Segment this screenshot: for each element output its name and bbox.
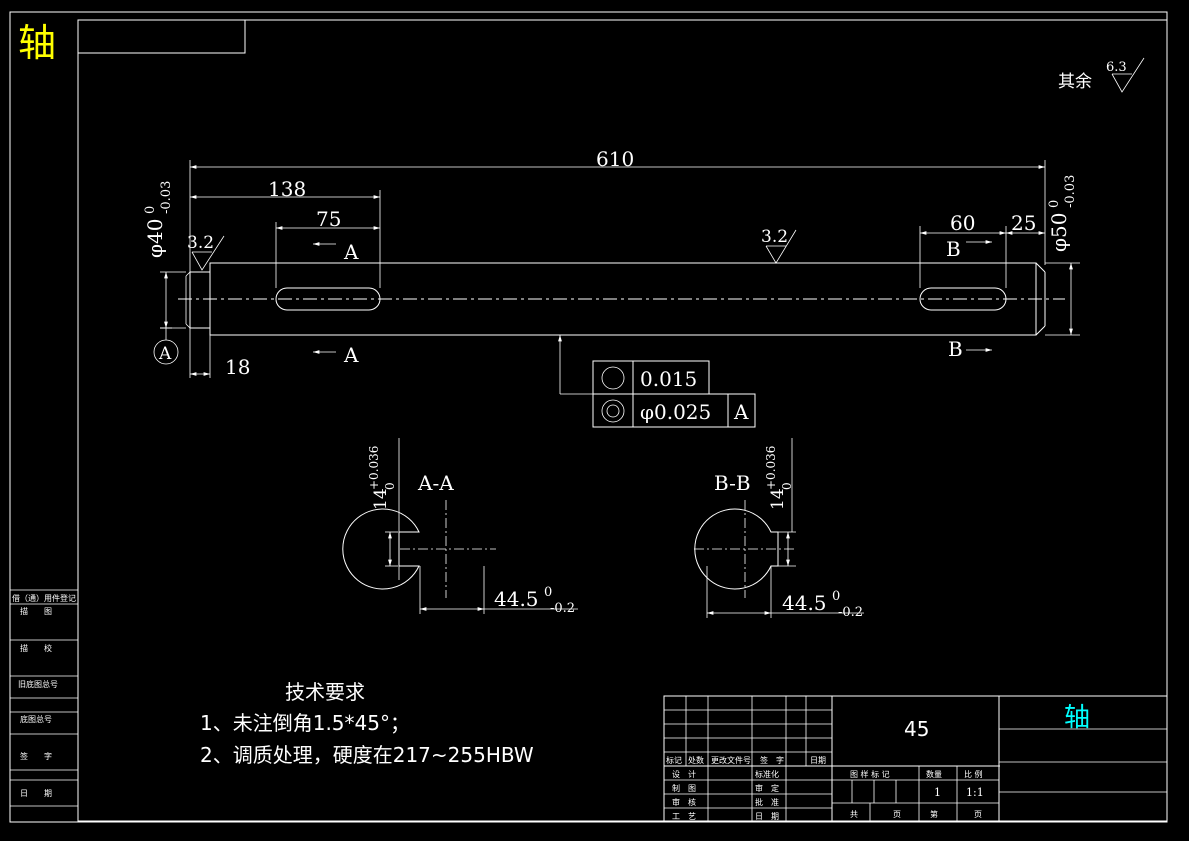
total-label: 共 bbox=[850, 810, 858, 819]
rev-header: 处数 bbox=[688, 755, 704, 765]
dim-dia-left: φ40 bbox=[143, 219, 167, 258]
section-a-a: A-A 14 +0.036 0 44.5 0 -0.2 bbox=[342, 438, 578, 616]
section-depth: 44.5 bbox=[494, 587, 539, 611]
dim-dia-right-upper: 0 bbox=[1047, 200, 1062, 208]
surface-rest-label: 其余 bbox=[1058, 72, 1092, 92]
section-title: B-B bbox=[714, 471, 751, 495]
side-label: 描 图 bbox=[20, 606, 52, 616]
section-width-lower: 0 bbox=[383, 482, 397, 490]
scale-label: 比 例 bbox=[964, 769, 983, 779]
role-label: 日 期 bbox=[755, 812, 779, 821]
dim-dia-right-lower: -0.03 bbox=[1063, 175, 1078, 208]
section-depth-upper: 0 bbox=[832, 589, 840, 604]
section-mark-a-top: A bbox=[343, 240, 359, 264]
dim-18: 18 bbox=[225, 355, 250, 379]
section-depth-lower: -0.2 bbox=[838, 605, 863, 620]
stage-label: 图 样 标 记 bbox=[850, 769, 890, 779]
section-width: 14 bbox=[768, 488, 788, 510]
side-label: 底图总号 bbox=[20, 714, 52, 724]
section-mark-a-bottom: A bbox=[343, 343, 359, 367]
sheet-label: 第 bbox=[930, 809, 938, 819]
material: 45 bbox=[904, 717, 929, 741]
side-label: 旧底图总号 bbox=[18, 679, 58, 689]
tolerance-row2-value: φ0.025 bbox=[640, 400, 711, 424]
roughness-symbol-icon bbox=[765, 229, 797, 264]
role-label: 设 计 bbox=[672, 769, 696, 779]
tolerance-row2-datum: A bbox=[733, 400, 749, 424]
outer-frame bbox=[9, 11, 1168, 823]
tolerance-frame: 0.015 φ0.025 A bbox=[592, 360, 756, 428]
rev-header: 更改文件号 bbox=[711, 755, 751, 765]
role-label: 制 图 bbox=[672, 783, 696, 793]
surface-rest-value: 6.3 bbox=[1106, 60, 1127, 75]
tech-item: 1、未注倒角1.5*45°； bbox=[200, 711, 410, 735]
top-left-box bbox=[77, 19, 246, 54]
dim-dia-right: φ50 bbox=[1047, 213, 1071, 252]
dim-dia-left-lower: -0.03 bbox=[159, 181, 174, 214]
datum-label: A bbox=[158, 344, 172, 364]
tech-requirements: 技术要求 1、未注倒角1.5*45°； 2、调质处理，硬度在217~255HBW bbox=[200, 680, 534, 767]
role-label: 审 定 bbox=[755, 783, 779, 793]
dim-60: 60 bbox=[950, 211, 975, 235]
section-width-upper: +0.036 bbox=[367, 446, 381, 490]
dim-25: 25 bbox=[1011, 211, 1036, 235]
quantity-label: 数量 bbox=[926, 769, 942, 779]
rev-header: 签 字 bbox=[760, 755, 784, 765]
page-label: 页 bbox=[974, 810, 982, 819]
title-block: 标记 处数 更改文件号 签 字 日期 设 计 标准化 制 图 审 定 审 核 批… bbox=[663, 695, 1168, 822]
cylindricity-icon bbox=[601, 366, 625, 390]
dim-dia-left-upper: 0 bbox=[143, 206, 158, 214]
inner-frame bbox=[77, 19, 1168, 822]
keyway-left bbox=[275, 287, 381, 311]
section-title: A-A bbox=[417, 471, 454, 495]
roughness-symbol-icon bbox=[1111, 57, 1145, 93]
tolerance-row1-value: 0.015 bbox=[640, 367, 697, 391]
roughness-symbol-icon bbox=[191, 235, 225, 271]
part-name: 轴 bbox=[1064, 703, 1090, 733]
section-width-lower: 0 bbox=[780, 482, 794, 490]
section-width-upper: +0.036 bbox=[764, 446, 778, 490]
role-label: 标准化 bbox=[755, 769, 779, 779]
role-label: 工 艺 bbox=[672, 812, 696, 821]
dim-75: 75 bbox=[316, 207, 341, 231]
page-label: 页 bbox=[893, 810, 901, 819]
role-label: 审 核 bbox=[672, 797, 696, 807]
tech-item: 2、调质处理，硬度在217~255HBW bbox=[200, 743, 534, 767]
section-width: 14 bbox=[371, 488, 391, 510]
section-depth-upper: 0 bbox=[544, 585, 552, 600]
side-label: 日 期 bbox=[20, 789, 52, 798]
section-mark-b-bottom: B bbox=[948, 337, 963, 361]
section-b-b: B-B 14 +0.036 0 44.5 0 -0.2 bbox=[694, 438, 864, 620]
roughness-left: 3.2 bbox=[187, 233, 214, 253]
section-depth-lower: -0.2 bbox=[550, 601, 575, 616]
role-label: 批 准 bbox=[755, 797, 779, 807]
dim-138: 138 bbox=[268, 177, 306, 201]
tech-title: 技术要求 bbox=[285, 680, 365, 704]
dim-total-length: 610 bbox=[596, 147, 634, 171]
keyway-right bbox=[919, 287, 1007, 311]
concentricity-icon bbox=[601, 399, 625, 423]
roughness-middle: 3.2 bbox=[761, 227, 788, 247]
datum-circle-icon bbox=[153, 339, 179, 365]
side-column: 借（通）用件登记 描 图 描 校 旧底图总号 底图总号 签 字 日 期 bbox=[10, 589, 78, 807]
side-label: 签 字 bbox=[20, 751, 52, 761]
scale: 1:1 bbox=[966, 786, 984, 799]
quantity: 1 bbox=[934, 786, 941, 799]
section-depth: 44.5 bbox=[782, 591, 827, 615]
shaft-main-view bbox=[178, 262, 1065, 336]
rev-header: 标记 bbox=[666, 755, 682, 765]
side-label: 借（通）用件登记 bbox=[12, 593, 76, 603]
section-mark-b-top: B bbox=[946, 237, 961, 261]
corner-title: 轴 bbox=[18, 21, 56, 65]
side-label: 描 校 bbox=[20, 643, 52, 653]
rev-header: 日期 bbox=[810, 756, 826, 765]
